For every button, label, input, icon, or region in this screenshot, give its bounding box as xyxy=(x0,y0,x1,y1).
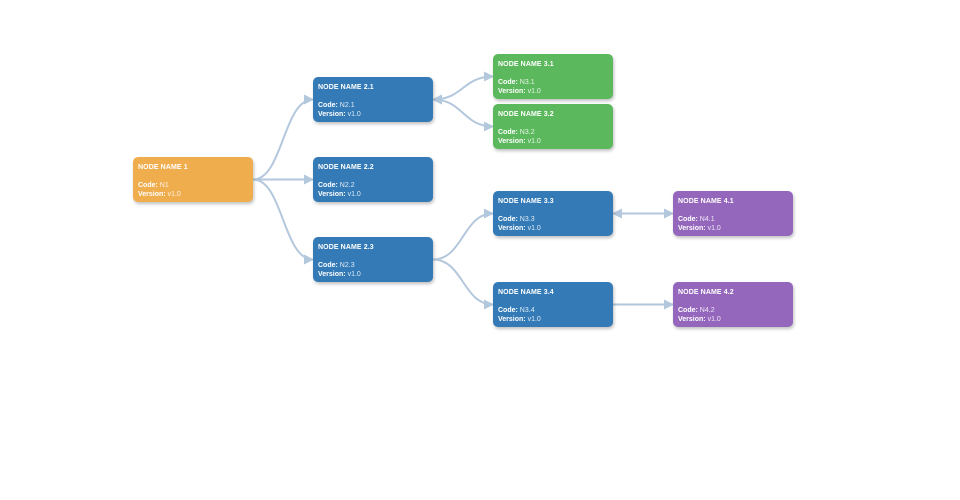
node-version: Version: v1.0 xyxy=(318,111,361,118)
node-2-2[interactable]: NODE NAME 2.2 Code: N2.2 Version: v1.0 xyxy=(313,157,433,202)
connector-n1-n23 xyxy=(252,178,314,265)
node-version: Version: v1.0 xyxy=(498,316,541,323)
node-title: NODE NAME 2.2 xyxy=(318,164,374,171)
node-version: Version: v1.0 xyxy=(138,191,181,198)
node-3-3[interactable]: NODE NAME 3.3 Code: N3.3 Version: v1.0 xyxy=(493,191,613,236)
node-title: NODE NAME 2.3 xyxy=(318,244,374,251)
node-code: Code: N4.1 xyxy=(678,216,715,223)
node-code: Code: N3.2 xyxy=(498,129,535,136)
node-title: NODE NAME 3.4 xyxy=(498,289,554,296)
node-version: Version: v1.0 xyxy=(498,88,541,95)
node-code: Code: N3.3 xyxy=(498,216,535,223)
node-code: Code: N1 xyxy=(138,182,169,189)
node-version: Version: v1.0 xyxy=(678,316,721,323)
connector-n23-n33 xyxy=(432,208,494,261)
connector-n23-n34 xyxy=(432,258,494,310)
node-title: NODE NAME 3.3 xyxy=(498,198,554,205)
node-code: Code: N2.3 xyxy=(318,262,355,269)
node-code: Code: N2.1 xyxy=(318,102,355,109)
node-2-3[interactable]: NODE NAME 2.3 Code: N2.3 Version: v1.0 xyxy=(313,237,433,282)
node-4-1[interactable]: NODE NAME 4.1 Code: N4.1 Version: v1.0 xyxy=(673,191,793,236)
node-4-2[interactable]: NODE NAME 4.2 Code: N4.2 Version: v1.0 xyxy=(673,282,793,327)
node-title: NODE NAME 1 xyxy=(138,164,188,171)
node-title: NODE NAME 4.1 xyxy=(678,198,734,205)
node-version: Version: v1.0 xyxy=(678,225,721,232)
node-title: NODE NAME 3.2 xyxy=(498,111,554,118)
connector-n21-n32 xyxy=(432,94,494,132)
node-code: Code: N2.2 xyxy=(318,182,355,189)
node-title: NODE NAME 3.1 xyxy=(498,61,554,68)
node-3-4[interactable]: NODE NAME 3.4 Code: N3.4 Version: v1.0 xyxy=(493,282,613,327)
node-3-2[interactable]: NODE NAME 3.2 Code: N3.2 Version: v1.0 xyxy=(493,104,613,149)
node-version: Version: v1.0 xyxy=(318,271,361,278)
node-3-1[interactable]: NODE NAME 3.1 Code: N3.1 Version: v1.0 xyxy=(493,54,613,99)
node-1[interactable]: NODE NAME 1 Code: N1 Version: v1.0 xyxy=(133,157,253,202)
node-code: Code: N4.2 xyxy=(678,307,715,314)
node-2-1[interactable]: NODE NAME 2.1 Code: N2.1 Version: v1.0 xyxy=(313,77,433,122)
node-title: NODE NAME 2.1 xyxy=(318,84,374,91)
connector-n21-n31 xyxy=(432,71,494,105)
node-version: Version: v1.0 xyxy=(498,138,541,145)
node-version: Version: v1.0 xyxy=(498,225,541,232)
node-version: Version: v1.0 xyxy=(318,191,361,198)
node-code: Code: N3.4 xyxy=(498,307,535,314)
connector-n1-n21 xyxy=(252,94,314,181)
node-title: NODE NAME 4.2 xyxy=(678,289,734,296)
node-code: Code: N3.1 xyxy=(498,79,535,86)
